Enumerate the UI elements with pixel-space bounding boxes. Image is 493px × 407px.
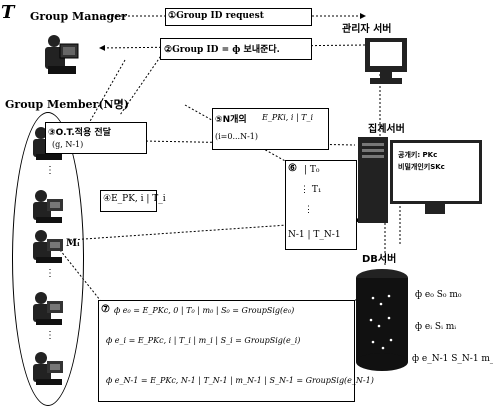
step4-label: ④E_PK, i | T_i (103, 194, 166, 204)
step2-label: ②Group ID = ф 보내준다. (164, 42, 280, 55)
vertical-dots-3: ⋮ (45, 330, 55, 341)
member-icon-i (30, 228, 66, 264)
step5-formula: E_PKi, i | T_i (262, 113, 313, 122)
group-manager-icon (42, 32, 82, 76)
db-server-cylinder-icon (355, 268, 410, 372)
vertical-dots-2: ⋮ (45, 268, 55, 279)
aggregation-server-label: 집계서버 (368, 120, 405, 135)
aggregation-server-tower-icon (356, 135, 390, 225)
db-server-label: DB서버 (362, 250, 396, 265)
db-record-i: ф eᵢ Sᵢ mᵢ (415, 322, 456, 332)
step7-row-i: ф e_i = E_PKc, i | T_i | m_i | S_i = Gro… (106, 336, 300, 345)
member-icon (30, 290, 66, 326)
step6-row-2: ⋮ (304, 205, 313, 215)
corner-letter: T (1, 2, 14, 23)
member-i-label: Mᵢ (66, 238, 79, 249)
step7-row-n-1: ф e_N-1 = E_PKc, N-1 | T_N-1 | m_N-1 | S… (106, 376, 374, 385)
step7-row-0: ф e₀ = E_PKc, 0 | T₀ | m₀ | S₀ = GroupSi… (114, 306, 294, 315)
private-key-label: 비밀개인키SKc (398, 162, 445, 172)
step6-row-3: N-1 | T_N-1 (288, 230, 341, 240)
public-key-label: 공개키: PKc (398, 150, 437, 160)
step3-title: ③O.T.적용 전달 (48, 125, 111, 138)
step3-sub: (g, N-1) (52, 140, 83, 149)
db-record-0: ф e₀ S₀ m₀ (415, 290, 461, 300)
group-member-label: Group Member(N명) (5, 96, 129, 112)
admin-server-icon (362, 36, 412, 86)
admin-server-label: 관리자 서버 (342, 20, 391, 35)
step1-label: ①Group ID request (168, 11, 264, 21)
db-record-n-1: ф e_N-1 S_N-1 m_N-1 (412, 354, 493, 364)
screen-stand (425, 204, 445, 214)
step6-label: ⑥ (288, 163, 297, 174)
group-manager-label: Group Manager (30, 10, 127, 23)
vertical-dots-1: ⋮ (45, 165, 55, 176)
step7-box (98, 300, 355, 402)
step7-label: ⑦ (101, 304, 110, 315)
member-icon (30, 350, 66, 386)
member-icon (30, 188, 66, 224)
step5-sub: (i=0...N-1) (215, 132, 258, 141)
step6-row-0: | T₀ (304, 165, 320, 175)
step6-row-1: ⋮ T₁ (300, 185, 321, 195)
step5-title: ⑤N개의 (215, 112, 247, 125)
